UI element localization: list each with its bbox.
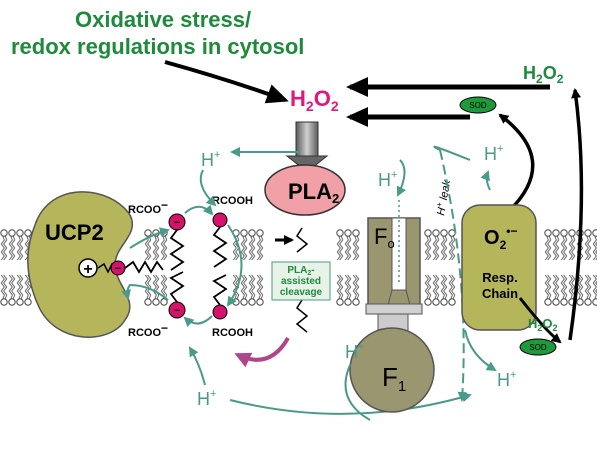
phospholipid [592,229,597,261]
phospholipid [424,274,432,306]
h2o2-diffusion-arrow [568,88,584,341]
released-fa-arrow [234,336,290,368]
pla2-cleavage-line-1: PLA2- [287,265,314,277]
phospholipid [336,229,344,261]
phospholipid [240,274,248,306]
respiratory-chain [461,204,537,331]
proton-leak-arrow [439,149,468,402]
phospholipid [160,274,168,306]
phospholipid [424,229,432,261]
phospholipid [560,229,568,261]
phospholipid [8,274,16,306]
sod-top-label: SOD [469,101,487,110]
phospholipid [144,229,152,261]
phospholipid [432,274,440,306]
h2o2-center: H2O2 [290,86,339,114]
f1-subunit [349,327,435,413]
phospholipid [160,229,168,261]
phospholipid [16,229,24,261]
proton-right-top: H+ [484,143,503,164]
phospholipid [584,229,592,261]
phospholipid [544,229,552,261]
title-line-1: Oxidative stress/ [75,7,251,32]
phospholipid [240,229,248,261]
phospholipid [352,229,360,261]
phospholipid [552,229,560,261]
sod-bottom-label: SOD [529,343,547,352]
proton-top-left: H+ [201,149,220,170]
phospholipid [584,274,592,306]
pla2-cleavage-line-3: cleavage [280,287,323,298]
resp-chain-line-1: Resp. [482,270,517,285]
ucp2-positive-site [78,258,98,278]
phospholipid [440,229,448,261]
title-line-2: redox regulations in cytosol [11,34,304,59]
h2o2-bottom: H2O2 [528,316,558,333]
rcoo-top-label: RCOO− [128,198,168,216]
phospholipid [576,274,584,306]
phospholipid [344,229,352,261]
superoxide-to-sod-arrow [498,113,535,212]
rcoo-bottom-label: RCOO− [128,321,168,339]
phospholipid [8,229,16,261]
h2o2-right: H2O2 [523,63,564,86]
f1-label: F1 [382,362,406,395]
proton-fo-top: H+ [378,169,397,190]
phospholipid [352,274,360,306]
rcooh-bottom-label: RCOOH [212,327,253,339]
phospholipid [432,229,440,261]
phospholipid [568,229,576,261]
phospholipid [152,274,160,306]
svg-text:−: − [174,305,180,317]
phospholipid [248,229,256,261]
proton-bottom-left: H+ [197,388,216,409]
phospholipid [0,229,8,261]
fatty-acid-neutral-bottom [212,304,228,320]
sod-bottom [519,338,557,356]
phospholipid [560,274,568,306]
phospholipid [0,274,8,306]
ucp2-label: UCP2 [45,220,104,245]
pla2-enzyme [264,164,346,216]
phospholipid [336,274,344,306]
pla2-label: PLA2 [288,179,339,206]
rcooh-top-label: RCOOH [212,195,253,207]
proton-right-bottom: H+ [497,369,516,390]
phospholipid [144,274,152,306]
phospholipid [440,274,448,306]
pla2-cleavage-box [271,261,331,301]
proton-fo-bottom: H+ [345,341,364,362]
phospholipid [448,229,456,261]
fatty-acid-neutral-top [212,212,228,228]
svg-text:+: + [83,261,92,278]
phospholipid [256,229,264,261]
phospholipid [448,274,456,306]
pla2-cleavage-line-2: assisted [281,276,321,287]
superoxide-label: O2•− [484,224,517,252]
phospholipid [544,274,552,306]
stress-arrow [164,60,289,104]
fo-label: Fo [374,224,395,251]
phospholipid [248,274,256,306]
svg-text:−: − [174,217,180,229]
svg-text:−: − [115,263,121,275]
phospholipid [592,274,597,306]
resp-chain-line-2: Chain [482,286,518,301]
phospholipid [344,274,352,306]
phospholipid [16,274,24,306]
phospholipid [256,274,264,306]
phospholipid [552,274,560,306]
sod-top [459,96,497,114]
